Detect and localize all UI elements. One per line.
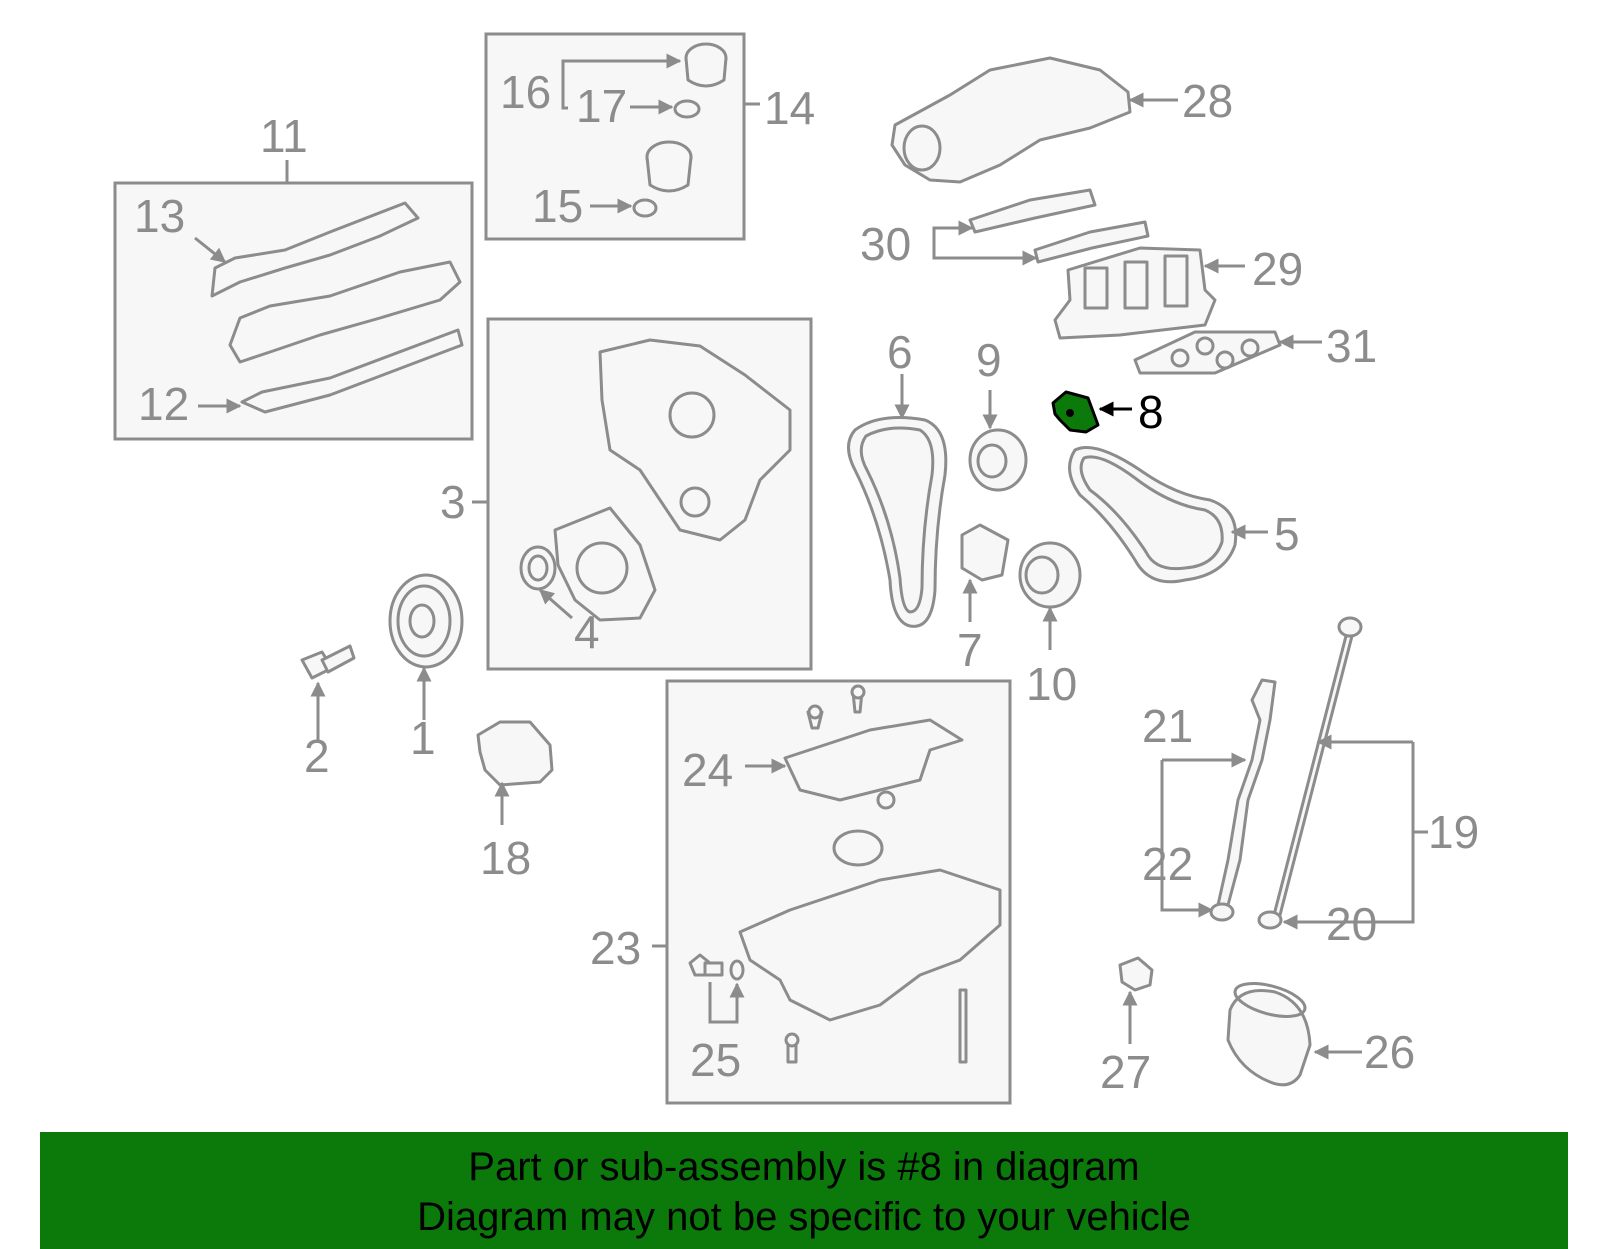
oil-filter[interactable] (1226, 977, 1362, 1087)
callout-20: 20 (1326, 898, 1377, 950)
callout-4: 4 (574, 606, 600, 658)
callout-labels: 1 2 3 4 5 6 7 8 9 10 11 12 13 14 15 16 1… (134, 66, 1479, 1098)
callout-10: 10 (1026, 658, 1077, 710)
oil-pan-group (652, 679, 1012, 1105)
valve-cover-insulator[interactable] (210, 201, 420, 298)
valve-cover-group (113, 160, 474, 441)
callout-3: 3 (440, 476, 466, 528)
callout-9: 9 (976, 334, 1002, 386)
callout-7: 7 (957, 624, 983, 676)
timing-chain-primary[interactable] (847, 374, 948, 628)
callout-29: 29 (1252, 243, 1303, 295)
oil-pressure-sensor[interactable] (1118, 956, 1154, 1044)
callout-27: 27 (1100, 1046, 1151, 1098)
callout-2: 2 (304, 730, 330, 782)
callout-5: 5 (1274, 508, 1300, 560)
callout-23: 23 (590, 922, 641, 974)
callout-6: 6 (887, 326, 913, 378)
callout-25: 25 (690, 1034, 741, 1086)
callout-28: 28 (1182, 75, 1233, 127)
callout-13: 13 (134, 190, 185, 242)
timing-chain-secondary[interactable] (1068, 446, 1268, 584)
callout-11: 11 (260, 110, 308, 162)
part-18[interactable] (476, 720, 554, 825)
oil-cap-seal-17[interactable] (673, 99, 701, 119)
timing-chain-guide-7[interactable] (960, 523, 1010, 622)
crankshaft-front-seal[interactable] (519, 545, 557, 591)
callout-22: 22 (1142, 838, 1193, 890)
callout-30: 30 (860, 218, 911, 270)
info-banner: Part or sub-assembly is #8 in diagram Di… (40, 1132, 1568, 1249)
oil-pan[interactable] (738, 868, 1002, 1022)
engine-front-cover[interactable] (598, 338, 792, 542)
callout-12: 12 (138, 378, 189, 430)
callout-17: 17 (576, 80, 627, 132)
oil-dipstick[interactable] (1257, 616, 1428, 930)
oil-filler-seal-15[interactable] (632, 198, 658, 218)
oil-cap-group (484, 32, 760, 241)
timing-chain-tensioner-highlighted[interactable] (1051, 390, 1132, 434)
oil-pan-baffle[interactable] (783, 718, 964, 802)
callout-26: 26 (1364, 1026, 1415, 1078)
callout-24: 24 (682, 744, 733, 796)
valve-cover[interactable] (228, 260, 462, 364)
callout-8-highlighted: 8 (1138, 386, 1164, 438)
callout-16: 16 (500, 66, 551, 118)
callout-14: 14 (764, 82, 815, 134)
callout-1: 1 (410, 712, 436, 764)
crankshaft-sprocket[interactable] (1018, 541, 1082, 650)
camshaft-sprocket[interactable] (968, 390, 1028, 492)
intake-manifold[interactable] (890, 56, 1178, 184)
callout-21: 21 (1142, 700, 1193, 752)
callout-19: 19 (1428, 806, 1479, 858)
lower-intake-manifold[interactable] (1053, 246, 1245, 340)
callout-31: 31 (1326, 320, 1377, 372)
valve-cover-gasket[interactable] (240, 328, 464, 414)
banner-line-2: Diagram may not be specific to your vehi… (417, 1195, 1191, 1239)
intake-gasket-upper[interactable] (932, 188, 1150, 266)
crankshaft-bolt[interactable] (300, 644, 356, 740)
banner-line-1: Part or sub-assembly is #8 in diagram (468, 1145, 1140, 1189)
callout-15: 15 (532, 180, 583, 232)
oil-pump-pickup[interactable] (832, 829, 884, 867)
crankshaft-pulley[interactable] (388, 573, 464, 720)
lower-intake-gasket[interactable] (1133, 330, 1322, 375)
oil-dipstick-tube[interactable] (1160, 678, 1277, 922)
front-cover-group (472, 317, 813, 671)
callout-18: 18 (480, 832, 531, 884)
